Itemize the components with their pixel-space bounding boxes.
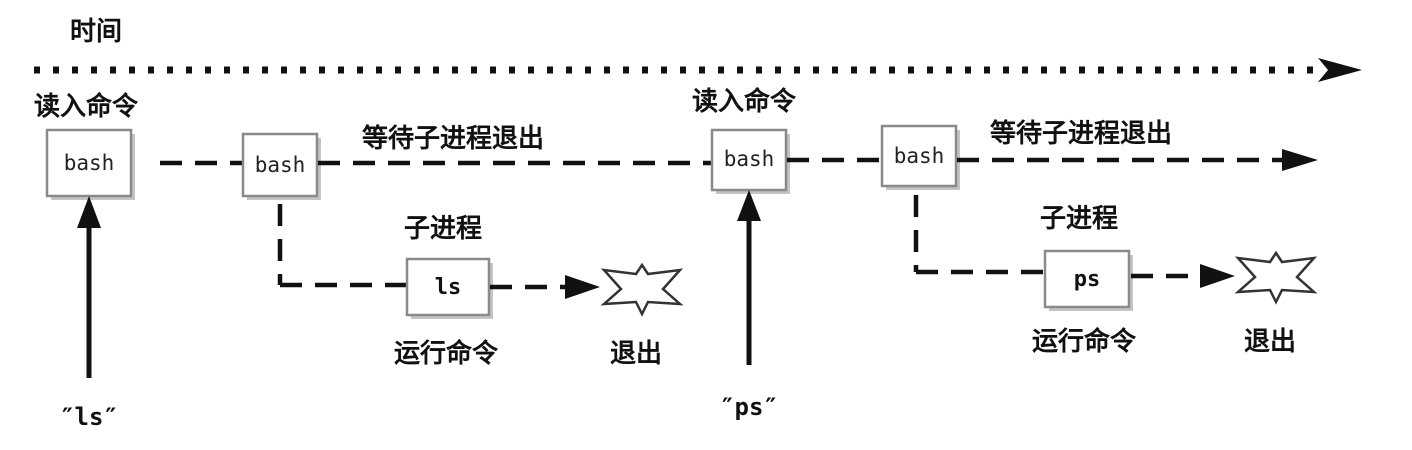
cycle2-read-label: 读入命令 — [692, 86, 797, 117]
cycle2-shell-box-text: bash — [724, 147, 775, 171]
cycle1-exit-burst — [600, 262, 684, 317]
cycle1-read-label: 读入命令 — [34, 91, 139, 122]
cycle2-shell-box — [710, 128, 788, 192]
cycle1-child-label: 子进程 — [404, 214, 482, 244]
cycle1-input-text: ″ls″ — [60, 403, 118, 431]
cycle2-command-box-text: ps — [1074, 267, 1101, 292]
cycle2-child-label: 子进程 — [1040, 204, 1118, 234]
cycle2-exit-burst — [1234, 250, 1318, 305]
cycle2-wait-label: 等待子进程退出 — [990, 118, 1172, 149]
cycle2-exit-label: 退出 — [1244, 327, 1296, 357]
cycle2-command-box — [1043, 249, 1131, 309]
cycle2-wait-shell-box-text: bash — [894, 144, 945, 168]
cycle1-command-box-text: ls — [435, 275, 462, 300]
cycle1-exit-label: 退出 — [610, 339, 662, 369]
time-axis-label: 时间 — [70, 17, 122, 47]
cycle2-input-text: ″ps″ — [720, 393, 778, 421]
cycle2-wait-shell-box — [880, 124, 958, 188]
cycle1-run-label: 运行命令 — [394, 338, 499, 369]
cycle1-wait-label: 等待子进程退出 — [362, 123, 544, 154]
cycle1-wait-shell-box — [241, 132, 319, 198]
cycle1-shell-box-text: bash — [64, 151, 115, 175]
cycle2-run-label: 运行命令 — [1032, 326, 1137, 357]
cycle1-shell-box — [45, 128, 133, 198]
cycle1-wait-shell-box-text: bash — [255, 153, 306, 177]
time-axis-arrowhead — [1318, 58, 1362, 82]
cycle1-command-box — [405, 257, 491, 317]
